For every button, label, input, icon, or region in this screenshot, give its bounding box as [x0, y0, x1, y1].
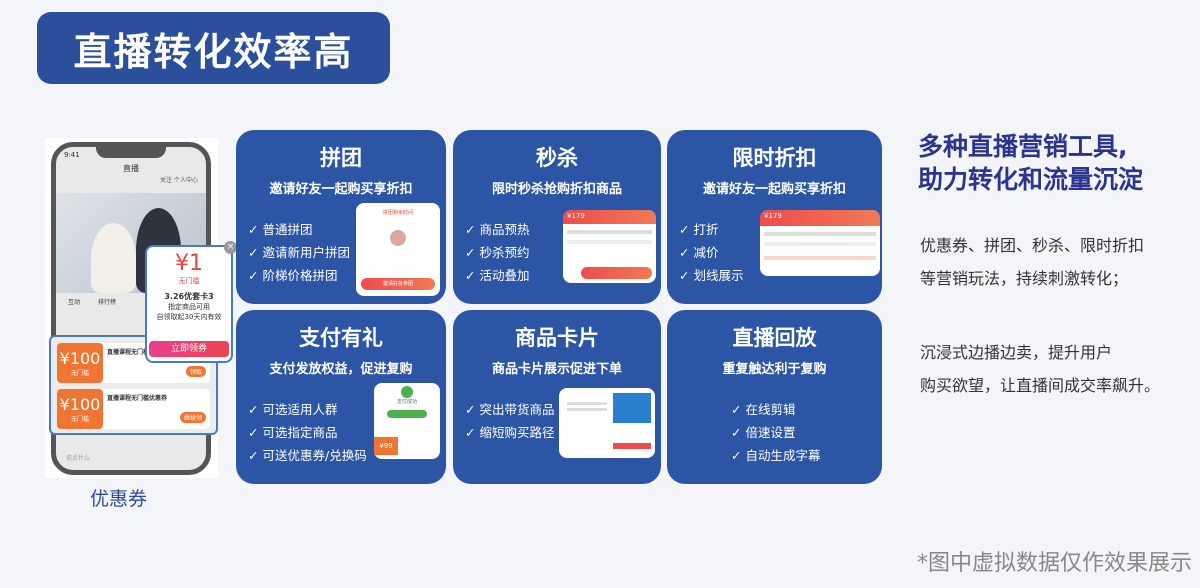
coupon-threshold: 无门槛 — [70, 370, 89, 377]
card-subtitle: 邀请好友一起购买享折扣 — [702, 182, 846, 197]
feature-item: 减价 — [679, 241, 744, 264]
feature-item: 缩短购买路径 — [465, 421, 554, 444]
page-title: 直播转化效率高 — [37, 12, 390, 84]
coupon-title: 直播课程无门槛 — [107, 349, 150, 356]
popup-threshold: 无门槛 — [178, 277, 200, 285]
claim-button[interactable]: 领取 — [185, 366, 206, 377]
popup-scope: 指定商品可用 — [168, 303, 210, 311]
coupon-item[interactable]: ¥100 无门槛 直播课程无门槛优惠券继续领 — [57, 389, 210, 429]
card-subtitle: 支付发放权益，促进复购 — [269, 362, 413, 377]
comment-input[interactable]: 说点什么 — [66, 455, 91, 462]
feature-item: 活动叠加 — [465, 264, 529, 287]
card-title: 限时折扣 — [732, 146, 817, 170]
card-subtitle: 商品卡片展示促进下单 — [491, 362, 622, 377]
personal-link[interactable]: 个人中心 — [173, 177, 198, 184]
phone-caption: 优惠券 — [90, 488, 148, 510]
card-title: 拼团 — [320, 146, 362, 170]
feature-item: 可选适用人群 — [248, 398, 367, 421]
popup-amount: ¥1 — [175, 251, 203, 276]
card-title: 支付有礼 — [299, 326, 383, 350]
feature-item: 划线展示 — [679, 264, 743, 287]
feature-item: 突出带货商品 — [465, 398, 554, 421]
feature-item: 秒杀预约 — [465, 241, 529, 264]
close-icon[interactable]: × — [224, 241, 237, 254]
popup-validity: 自领取起30天内有效 — [156, 313, 222, 321]
tab-ranking[interactable]: 排行榜 — [98, 299, 117, 306]
card-payment-gift: 支付有礼 支付发放权益，促进复购 可选适用人群可选指定商品可送优惠券/兑换码 支… — [236, 310, 446, 484]
feature-item: 可送优惠券/兑换码 — [248, 444, 366, 467]
tools-description: 优惠券、拼团、秒杀、限时折扣等营销玩法，持续刺激转化； — [920, 236, 1145, 288]
feature-item: 普通拼团 — [248, 218, 350, 241]
card-title: 商品卡片 — [515, 326, 599, 350]
card-subtitle: 限时秒杀抢购折扣商品 — [491, 182, 622, 197]
claim-button[interactable]: 继续领 — [179, 412, 206, 423]
card-group-buy: 拼团 邀请好友一起购买享折扣 普通拼团邀请新用户拼团阶梯价格拼团 拼团剩余时间 … — [236, 130, 446, 304]
follow-link[interactable]: 关注 — [160, 177, 173, 184]
card-title: 秒杀 — [536, 146, 578, 170]
card-limited-discount: 限时折扣 邀请好友一起购买享折扣 打折减价划线展示 ¥179 — [667, 130, 882, 304]
disclaimer: *图中虚拟数据仅作效果展示 — [916, 551, 1192, 576]
feature-item: 商品预热 — [465, 218, 529, 241]
tools-heading: 多种直播营销工具,助力转化和流量沉淀 — [918, 132, 1144, 194]
coupon-popup: × ¥1 无门槛 3.26优套卡3 指定商品可用 自领取起30天内有效 立即领券 — [145, 241, 237, 363]
feature-item: 邀请新用户拼团 — [248, 241, 350, 264]
card-subtitle: 邀请好友一起购买享折扣 — [269, 182, 413, 197]
card-subtitle: 重复触达利于复购 — [722, 362, 827, 377]
popup-name: 3.26优套卡3 — [164, 292, 214, 301]
card-replay: 直播回放 重复触达利于复购 在线剪辑倍速设置自动生成字幕 — [667, 310, 882, 484]
coupon-threshold: 无门槛 — [70, 416, 89, 423]
card-flash-sale: 秒杀 限时秒杀抢购折扣商品 商品预热秒杀预约活动叠加 ¥179 — [453, 130, 661, 304]
payment-screenshot: 支付成功 ¥99 — [374, 383, 440, 459]
live-header: 直播 — [123, 164, 139, 173]
feature-item: 打折 — [679, 218, 744, 241]
card-product-card: 商品卡片 商品卡片展示促进下单 突出带货商品缩短购买路径 — [453, 310, 661, 484]
tab-interact[interactable]: 互动 — [68, 299, 81, 306]
status-time: 9:41 — [64, 151, 80, 159]
feature-item: 自动生成字幕 — [731, 444, 820, 467]
coupon-amount: ¥100 — [59, 349, 101, 368]
feature-item: 可选指定商品 — [248, 421, 367, 444]
immersive-description: 沉浸式边播边卖，提升用户购买欲望，让直播间成交率飙升。 — [920, 343, 1161, 395]
feature-item: 阶梯价格拼团 — [248, 264, 350, 287]
product-card-screenshot — [559, 388, 655, 458]
card-title: 直播回放 — [732, 326, 817, 350]
group-buy-screenshot: 拼团剩余时间 邀请好友参团 — [356, 203, 440, 296]
coupon-item[interactable]: ¥100 无门槛 直播课程无门槛领取 — [57, 343, 210, 383]
coupon-title: 直播课程无门槛优惠券 — [107, 395, 168, 402]
feature-item: 在线剪辑 — [731, 398, 821, 421]
claim-now-button[interactable]: 立即领券 — [149, 341, 229, 357]
feature-item: 倍速设置 — [731, 421, 821, 444]
coupon-amount: ¥100 — [59, 395, 101, 414]
flash-sale-screenshot: ¥179 — [563, 210, 656, 283]
discount-screenshot: ¥179 — [760, 210, 880, 276]
